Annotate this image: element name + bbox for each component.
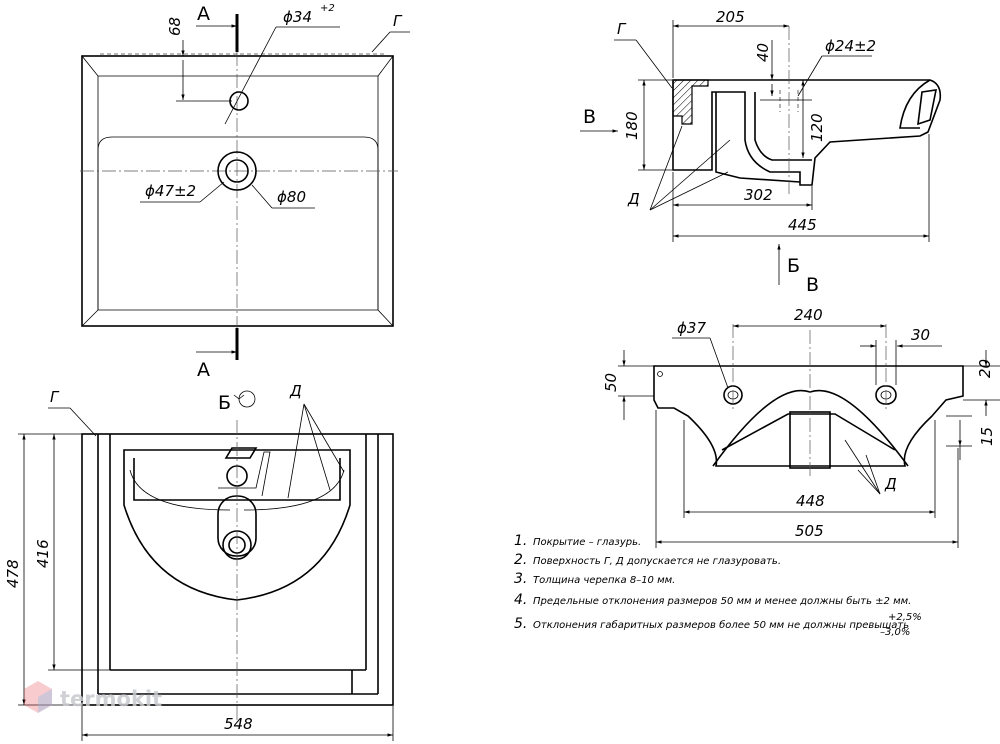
section-a-bottom-label: А — [197, 359, 210, 381]
surface-d-front: Д — [884, 475, 897, 493]
dim-30: 30 — [911, 326, 930, 344]
dim-50: 50 — [602, 373, 620, 392]
dim-505: 505 — [795, 522, 824, 540]
view-b-arrow-label: В — [583, 106, 596, 128]
section-view: 205 40 ϕ24±2 120 180 302 445 Г Д — [580, 8, 942, 285]
tap-hole — [229, 91, 249, 111]
note-4-num: 4. — [514, 592, 527, 608]
dim-416: 416 — [34, 539, 52, 568]
surface-d-section: Д — [627, 190, 640, 208]
front-view: В 240 30 ϕ37 50 20 — [602, 274, 1000, 548]
note-5-tol-plus: +2,5% — [888, 612, 922, 623]
drain-hole-outer — [217, 151, 257, 191]
dim-120: 120 — [808, 113, 826, 142]
dim-205: 205 — [716, 8, 745, 26]
note-4-text: Предельные отклонения размеров 50 мм и м… — [533, 595, 911, 607]
dim-478: 478 — [4, 559, 22, 588]
surface-d-bottom: Д — [289, 382, 302, 400]
dim-tap-hole: ϕ34 — [283, 8, 312, 26]
note-3-num: 3. — [514, 571, 527, 587]
watermark-text: termokit — [60, 687, 162, 711]
dim-302: 302 — [744, 186, 773, 204]
surface-g-bottom: Г — [50, 388, 60, 406]
dim-15: 15 — [978, 427, 996, 446]
note-5-tol-minus: –3,0% — [880, 627, 910, 638]
dim-445: 445 — [788, 216, 817, 234]
dim-548: 548 — [224, 715, 253, 733]
bottom-view-title: Б — [218, 392, 231, 414]
watermark-logo-icon — [24, 681, 52, 713]
dim-20: 20 — [976, 359, 994, 378]
section-a-top-label: А — [197, 3, 210, 25]
dim-tap-hole-tol: +2 — [320, 3, 335, 14]
dim-37: ϕ37 — [677, 319, 706, 337]
surface-g-top: Г — [393, 12, 403, 30]
bottom-view: Б 478 416 548 — [4, 382, 394, 741]
drain-hole-inner — [225, 159, 249, 183]
dim-448: 448 — [796, 492, 825, 510]
dim-240: 240 — [794, 306, 823, 324]
dim-drain: ϕ47±2 — [145, 182, 196, 200]
note-1-num: 1. — [514, 533, 527, 549]
note-1-text: Покрытие – глазурь. — [533, 537, 641, 548]
view-b-bottom-label: Б — [787, 255, 800, 277]
note-5-text: Отклонения габаритных размеров более 50 … — [533, 619, 909, 631]
watermark: termokit — [24, 681, 162, 713]
dim-24: ϕ24±2 — [825, 37, 876, 55]
notes: 1. Покрытие – глазурь. 2. Поверхность Г,… — [514, 533, 922, 638]
dim-bowl: ϕ80 — [277, 188, 306, 206]
note-2-text: Поверхность Г, Д допускается не глазуров… — [533, 556, 781, 567]
top-view: А А 68 ϕ34 +2 Г ϕ47±2 ϕ80 — [80, 3, 410, 381]
note-3-text: Толщина черепка 8–10 мм. — [533, 575, 675, 586]
dim-180: 180 — [623, 111, 641, 140]
note-5-num: 5. — [514, 616, 527, 632]
front-view-title: В — [806, 274, 819, 296]
dim-40: 40 — [754, 43, 772, 62]
surface-g-section: Г — [617, 20, 627, 38]
dim-68: 68 — [166, 17, 184, 36]
note-2-num: 2. — [514, 552, 527, 568]
